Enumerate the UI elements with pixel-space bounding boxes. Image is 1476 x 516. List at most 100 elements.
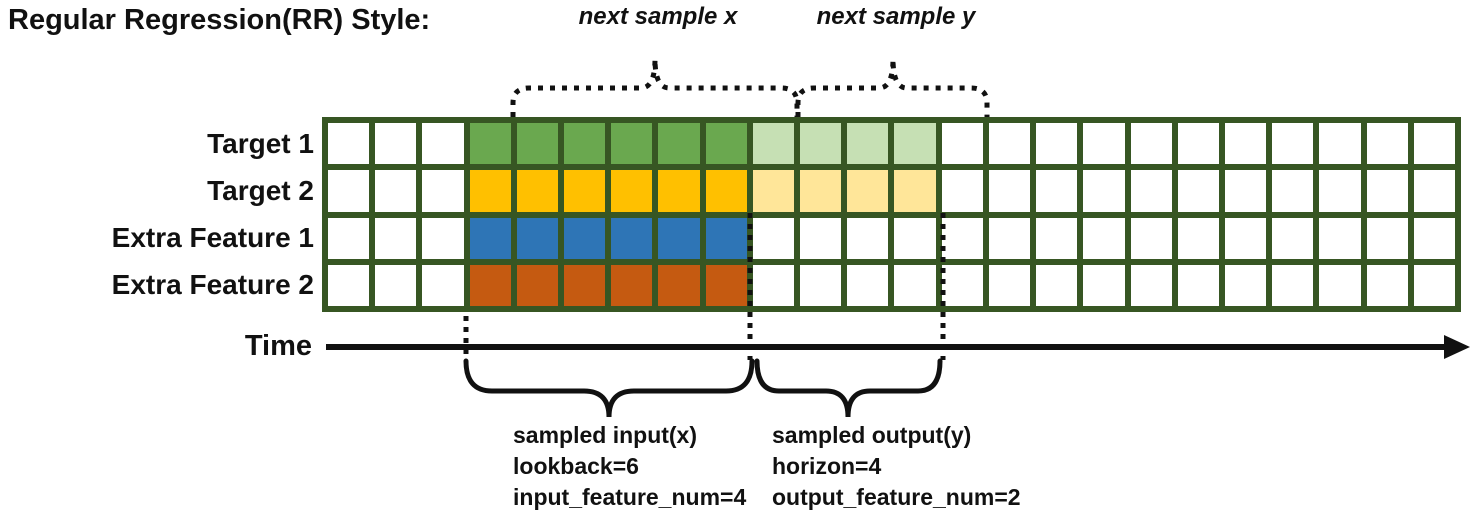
cell-input-extra-feature: [516, 217, 559, 259]
cell-input-extra-feature: [469, 264, 511, 306]
cell-empty: [1224, 123, 1267, 165]
cell-empty: [1272, 217, 1314, 259]
row-label-extra-feature-2: Extra Feature 2: [111, 269, 314, 301]
cell-empty: [1413, 170, 1455, 212]
cell-empty: [1366, 170, 1408, 212]
cell-empty: [375, 217, 417, 259]
cell-empty: [422, 123, 464, 165]
cell-output-target: [800, 123, 842, 165]
cell-output-target: [847, 123, 889, 165]
cell-output-target: [894, 170, 936, 212]
cell-output-target: [847, 170, 889, 212]
next-sample-y-brace: [795, 58, 990, 117]
cell-empty: [1130, 170, 1172, 212]
cell-input-extra-feature: [469, 217, 511, 259]
cell-empty: [328, 123, 370, 165]
cell-empty: [988, 264, 1031, 306]
cell-input-extra-feature: [658, 264, 700, 306]
lookback-value: lookback=6: [513, 453, 639, 479]
cell-empty: [422, 217, 464, 259]
cell-empty: [1083, 217, 1125, 259]
cell-empty: [1224, 170, 1267, 212]
cell-input-extra-feature: [564, 264, 606, 306]
cell-empty: [1177, 217, 1219, 259]
cell-input-target: [516, 170, 559, 212]
cell-input-target: [658, 170, 700, 212]
cell-empty: [1366, 123, 1408, 165]
cell-empty: [1272, 264, 1314, 306]
sampled-output-caption: sampled output(y) horizon=4 output_featu…: [772, 420, 1021, 513]
time-series-grid: [322, 117, 1461, 312]
cell-empty: [328, 217, 370, 259]
cell-empty: [941, 170, 983, 212]
cell-empty: [1083, 123, 1125, 165]
output-feature-num-value: output_feature_num=2: [772, 484, 1021, 510]
cell-empty: [988, 123, 1031, 165]
time-axis-label: Time: [244, 330, 312, 362]
row-label-extra-feature-1: Extra Feature 1: [111, 222, 314, 254]
cell-input-target: [705, 123, 747, 165]
row-label-target-1: Target 1: [207, 127, 314, 159]
cell-input-target: [564, 170, 606, 212]
sampled-input-title: sampled input(x): [513, 422, 698, 448]
cell-input-target: [469, 123, 511, 165]
sampled-output-title: sampled output(y): [772, 422, 972, 448]
cell-empty: [1319, 123, 1361, 165]
cell-empty: [422, 170, 464, 212]
cell-empty: [1130, 264, 1172, 306]
cell-input-extra-feature: [516, 264, 559, 306]
cell-empty: [422, 264, 464, 306]
cell-output-target: [752, 170, 795, 212]
cell-empty: [941, 123, 983, 165]
cell-empty: [894, 264, 936, 306]
cell-output-target: [752, 123, 795, 165]
cell-empty: [1272, 123, 1314, 165]
cell-input-extra-feature: [705, 264, 747, 306]
cell-input-target: [705, 170, 747, 212]
cell-input-target: [469, 170, 511, 212]
cell-empty: [328, 170, 370, 212]
cell-empty: [1413, 123, 1455, 165]
cell-empty: [988, 217, 1031, 259]
cell-empty: [941, 264, 983, 306]
sampled-input-caption: sampled input(x) lookback=6 input_featur…: [513, 420, 746, 513]
row-label-target-2: Target 2: [207, 174, 314, 206]
cell-empty: [988, 170, 1031, 212]
cell-empty: [1413, 264, 1455, 306]
input-feature-num-value: input_feature_num=4: [513, 484, 747, 510]
cell-empty: [1224, 217, 1267, 259]
cell-empty: [941, 217, 983, 259]
cell-input-target: [658, 123, 700, 165]
cell-output-target: [894, 123, 936, 165]
cell-input-target: [516, 123, 559, 165]
cell-empty: [1319, 170, 1361, 212]
sampled-output-brace: [754, 358, 943, 418]
cell-empty: [1319, 217, 1361, 259]
cell-input-extra-feature: [564, 217, 606, 259]
cell-empty: [1036, 217, 1078, 259]
next-sample-x-brace: [510, 58, 800, 117]
cell-empty: [1413, 217, 1455, 259]
cell-empty: [375, 264, 417, 306]
cell-empty: [1083, 170, 1125, 212]
cell-empty: [1036, 170, 1078, 212]
next-sample-x-label: next sample x: [578, 3, 738, 30]
cell-empty: [1036, 123, 1078, 165]
cell-empty: [894, 217, 936, 259]
cell-input-extra-feature: [611, 217, 653, 259]
cell-empty: [1130, 123, 1172, 165]
cell-input-target: [564, 123, 606, 165]
cell-empty: [1366, 264, 1408, 306]
next-sample-y-label: next sample y: [816, 3, 976, 30]
cell-empty: [1319, 264, 1361, 306]
cell-empty: [847, 264, 889, 306]
cell-output-target: [800, 170, 842, 212]
time-arrow-head: [1444, 335, 1470, 359]
cell-empty: [1272, 170, 1314, 212]
horizon-value: horizon=4: [772, 453, 882, 479]
cell-input-extra-feature: [611, 264, 653, 306]
cell-empty: [1083, 264, 1125, 306]
cell-empty: [847, 217, 889, 259]
sampled-input-brace: [463, 358, 755, 418]
